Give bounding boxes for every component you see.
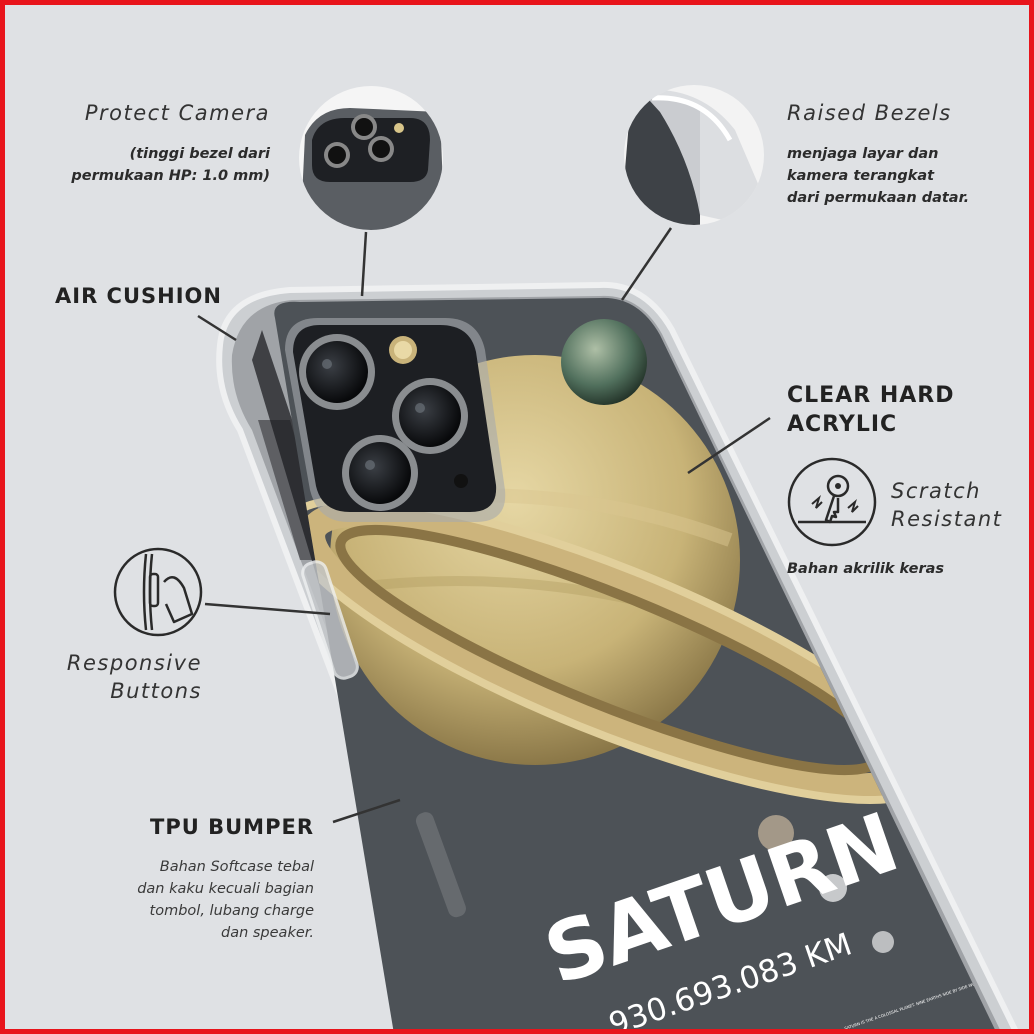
raised-bezels-desc-2: kamera terangkat [787, 168, 935, 184]
camera-detail-bubble [299, 86, 443, 230]
moon-3 [872, 931, 894, 953]
protect-camera-desc-1: (tinggi bezel dari [129, 146, 270, 162]
moon-titan [561, 319, 647, 405]
button-press-icon [113, 547, 203, 637]
scratch-title-2: Resistant [891, 507, 1003, 531]
tpu-bumper-desc-4: dan speaker. [220, 925, 314, 941]
camera-module [285, 318, 506, 522]
raised-bezels-desc-3: dari permukaan datar. [787, 190, 970, 206]
raised-bezels-title: Raised Bezels [787, 101, 952, 125]
side-button-lower [415, 812, 466, 918]
moon-1 [758, 815, 794, 851]
side-button [301, 560, 359, 680]
air-cushion-title: AIR CUSHION [55, 284, 222, 308]
protect-camera-desc-2: permukaan HP: 1.0 mm) [71, 168, 270, 184]
moon-2 [819, 874, 847, 902]
tpu-bumper-desc-1: Bahan Softcase tebal [159, 859, 314, 875]
clear-hard-title-1: CLEAR HARD [787, 383, 955, 408]
scratch-title-1: Scratch [891, 479, 981, 503]
bezel-detail-bubble [624, 85, 764, 225]
responsive-title-2: Buttons [110, 679, 202, 703]
protect-camera-title: Protect Camera [84, 101, 270, 125]
tpu-bumper-title: TPU BUMPER [150, 815, 314, 839]
responsive-title-1: Responsive [66, 651, 202, 675]
scratch-desc: Bahan akrilik keras [787, 561, 945, 577]
raised-bezels-desc-1: menjaga layar dan [787, 146, 939, 162]
tpu-bumper-desc-3: tombol, lubang charge [149, 903, 314, 919]
scratch-key-icon [787, 457, 877, 547]
clear-hard-title-2: ACRYLIC [787, 412, 898, 437]
tpu-bumper-desc-2: dan kaku kecuali bagian [137, 881, 314, 897]
